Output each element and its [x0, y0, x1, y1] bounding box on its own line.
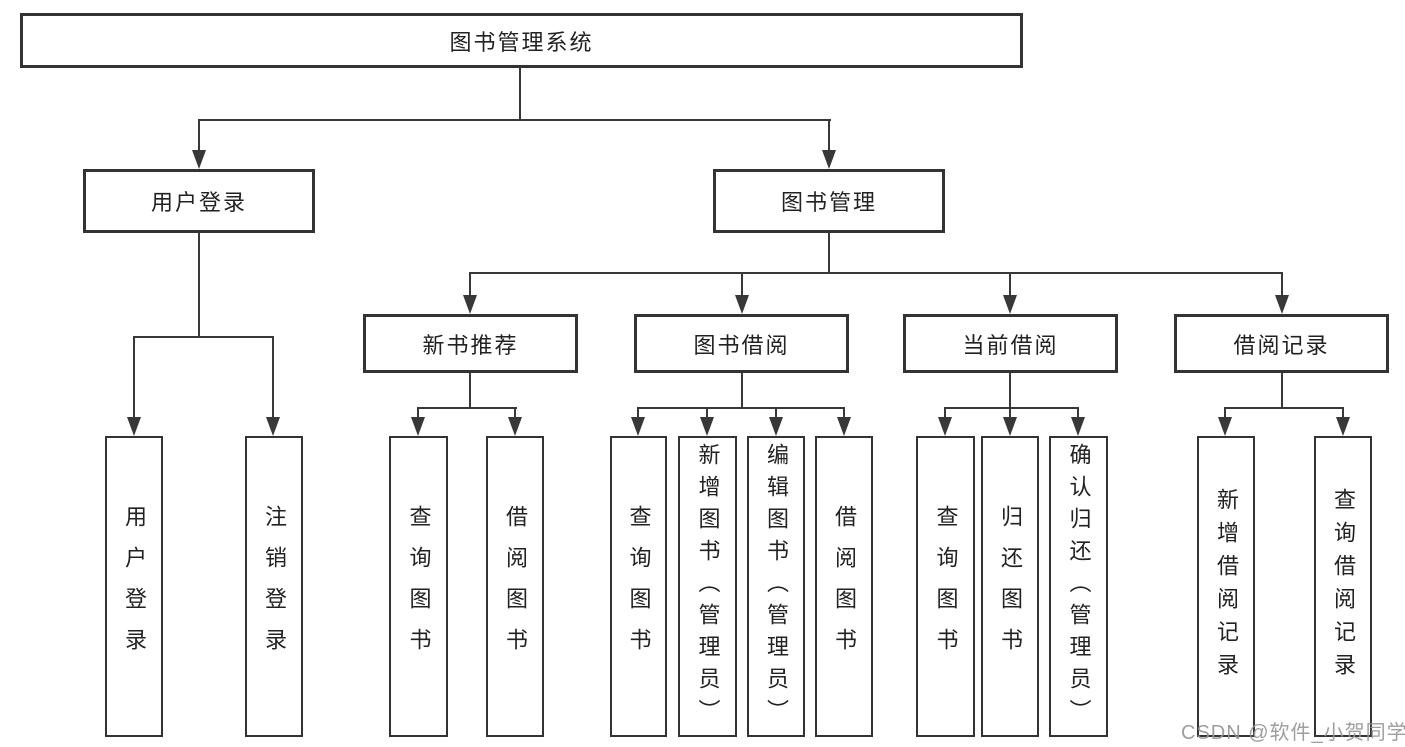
arrow-down-icon — [192, 150, 206, 169]
connector-line — [417, 407, 419, 419]
node-current-borrowing-label: 当前借阅 — [962, 332, 1059, 358]
node-user-login: 用户登录 — [83, 169, 315, 233]
leaf-borrowing-query-books: 查询图书 — [610, 436, 667, 737]
arrow-down-icon — [508, 417, 522, 436]
arrow-down-icon — [1218, 417, 1232, 436]
leaf-current-confirm-return-admin: 确认归还（管理员） — [1049, 436, 1108, 737]
node-book-management: 图书管理 — [713, 169, 945, 233]
leaf-borrowing-add-books-admin: 新增图书（管理员） — [678, 436, 737, 737]
connector-line — [1009, 373, 1011, 409]
connector-line — [828, 119, 830, 152]
arrow-down-icon — [127, 417, 141, 436]
arrow-down-icon — [700, 417, 714, 436]
connector-line — [1077, 407, 1079, 419]
leaf-user-login: 用户登录 — [105, 436, 163, 737]
node-book-management-label: 图书管理 — [780, 190, 877, 215]
connector-line — [198, 233, 200, 338]
leaf-logout-label: 注销登录 — [262, 504, 287, 669]
connector-line — [469, 272, 1283, 274]
arrow-down-icon — [1003, 295, 1017, 314]
leaf-recommend-borrow-books-label: 借阅图书 — [503, 504, 528, 669]
connector-line — [775, 407, 777, 419]
leaf-borrowing-borrow-books: 借阅图书 — [815, 436, 873, 737]
leaf-recommend-query-books: 查询图书 — [389, 436, 448, 737]
connector-line — [1281, 373, 1283, 409]
leaf-records-query-borrow-record: 查询借阅记录 — [1314, 436, 1372, 737]
leaf-recommend-borrow-books: 借阅图书 — [486, 436, 544, 737]
connector-line — [514, 407, 516, 419]
connector-line — [944, 407, 1079, 409]
leaf-current-return-books-label: 归还图书 — [998, 504, 1023, 669]
csdn-watermark: CSDN @软件_小贺同学 — [1181, 722, 1405, 744]
connector-line — [133, 336, 274, 338]
connector-line — [1342, 407, 1344, 419]
leaf-current-confirm-return-admin-label: 确认归还（管理员） — [1066, 442, 1092, 731]
connector-line — [417, 407, 517, 409]
connector-line — [1281, 272, 1283, 297]
connector-line — [1224, 407, 1344, 409]
leaf-borrowing-query-books-label: 查询图书 — [626, 504, 652, 669]
arrow-down-icon — [837, 417, 851, 436]
arrow-down-icon — [1071, 417, 1085, 436]
connector-line — [843, 407, 845, 419]
connector-line — [133, 336, 135, 419]
arrow-down-icon — [463, 295, 477, 314]
connector-line — [1009, 272, 1011, 297]
connector-line — [1009, 407, 1011, 419]
node-new-book-recommend: 新书推荐 — [363, 314, 578, 373]
connector-line — [519, 68, 521, 121]
connector-line — [944, 407, 946, 419]
connector-line — [272, 336, 274, 419]
arrow-down-icon — [411, 417, 425, 436]
leaf-borrowing-edit-books-admin-label: 编辑图书（管理员） — [764, 442, 789, 731]
connector-line — [1224, 407, 1226, 419]
arrow-down-icon — [822, 150, 836, 169]
connector-line — [469, 373, 471, 409]
leaf-records-add-borrow-record: 新增借阅记录 — [1197, 436, 1255, 737]
node-borrowing-records: 借阅记录 — [1174, 314, 1389, 373]
node-borrowing-records-label: 借阅记录 — [1233, 332, 1330, 358]
connector-line — [198, 119, 200, 152]
node-new-book-recommend-label: 新书推荐 — [422, 332, 519, 358]
arrow-down-icon — [1336, 417, 1350, 436]
arrow-down-icon — [266, 417, 280, 436]
leaf-borrowing-borrow-books-label: 借阅图书 — [832, 504, 857, 669]
leaf-recommend-query-books-label: 查询图书 — [406, 504, 432, 669]
leaf-current-return-books: 归还图书 — [981, 436, 1039, 737]
connector-line — [741, 373, 743, 409]
node-current-borrowing: 当前借阅 — [903, 314, 1118, 373]
arrow-down-icon — [1275, 295, 1289, 314]
leaf-borrowing-edit-books-admin: 编辑图书（管理员） — [747, 436, 805, 737]
leaf-user-login-label: 用户登录 — [122, 504, 147, 669]
connector-line — [741, 272, 743, 297]
connector-line — [198, 119, 831, 121]
leaf-current-query-books-label: 查询图书 — [933, 504, 959, 669]
connector-line — [637, 407, 639, 419]
node-book-borrowing: 图书借阅 — [634, 314, 849, 373]
arrow-down-icon — [769, 417, 783, 436]
arrow-down-icon — [631, 417, 645, 436]
connector-line — [706, 407, 708, 419]
leaf-records-query-borrow-record-label: 查询借阅记录 — [1331, 487, 1356, 686]
leaf-records-add-borrow-record-label: 新增借阅记录 — [1214, 487, 1239, 686]
arrow-down-icon — [735, 295, 749, 314]
connector-line — [828, 233, 830, 274]
node-root-label: 图书管理系统 — [449, 29, 594, 55]
connector-line — [637, 407, 845, 409]
node-book-borrowing-label: 图书借阅 — [693, 332, 790, 358]
connector-line — [469, 272, 471, 297]
node-root: 图书管理系统 — [20, 13, 1023, 68]
arrow-down-icon — [938, 417, 952, 436]
leaf-current-query-books: 查询图书 — [916, 436, 975, 737]
arrow-down-icon — [1003, 417, 1017, 436]
node-user-login-label: 用户登录 — [150, 190, 247, 215]
leaf-logout: 注销登录 — [245, 436, 303, 737]
leaf-borrowing-add-books-admin-label: 新增图书（管理员） — [695, 442, 721, 731]
